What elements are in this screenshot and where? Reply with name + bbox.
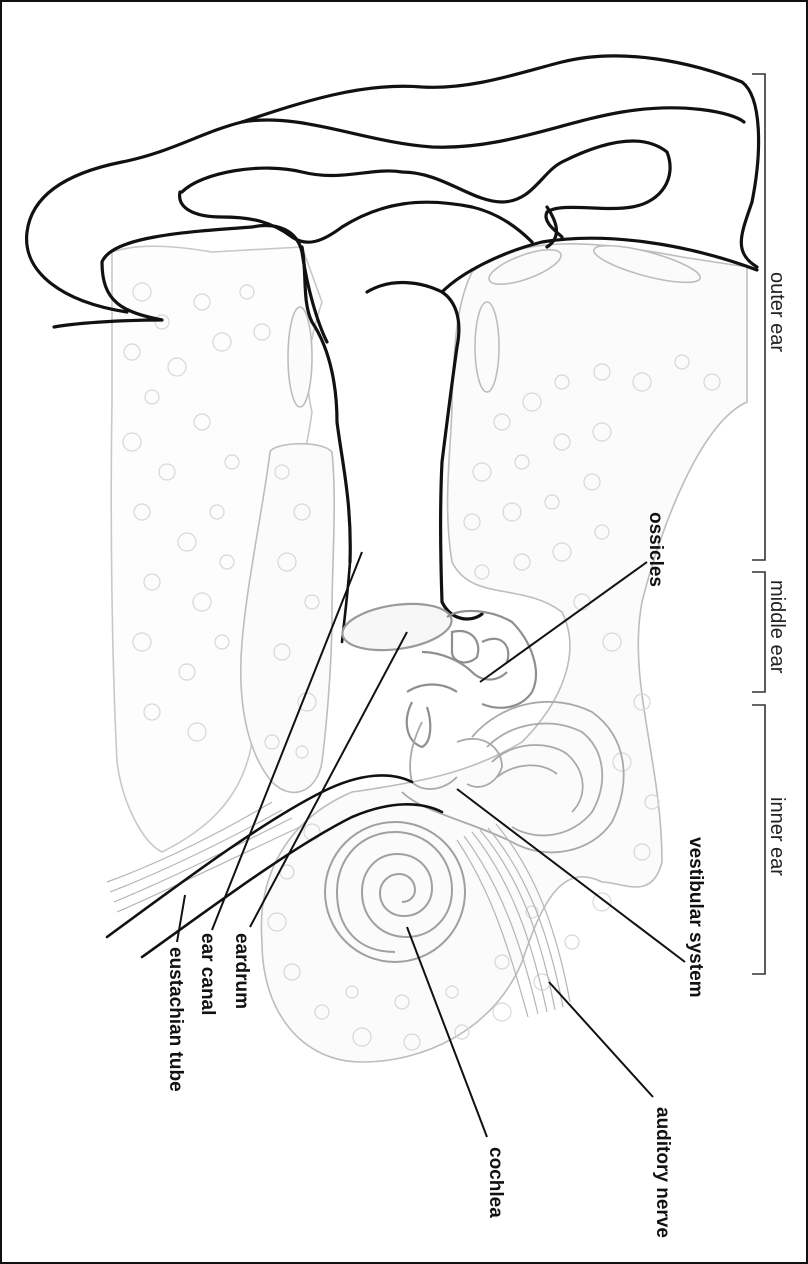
bracket-middle-ear <box>752 572 765 692</box>
label-outer-ear: outer ear <box>766 272 788 352</box>
label-cochlea: cochlea <box>485 1147 506 1218</box>
label-auditory-nerve: auditory nerve <box>652 1107 673 1238</box>
label-eardrum: eardrum <box>231 933 252 1009</box>
label-middle-ear: middle ear <box>766 580 788 674</box>
label-ossicles: ossicles <box>645 512 666 587</box>
region-brackets <box>752 74 765 974</box>
label-vestibular-system: vestibular system <box>685 837 706 998</box>
eardrum-shape <box>339 598 454 657</box>
leader-eustachian <box>177 895 185 942</box>
leader-auditory-nerve <box>549 982 653 1097</box>
bracket-inner-ear <box>752 705 765 974</box>
label-eustachian-tube: eustachian tube <box>165 947 186 1092</box>
label-inner-ear: inner ear <box>766 797 788 876</box>
label-ear-canal: ear canal <box>197 933 218 1015</box>
